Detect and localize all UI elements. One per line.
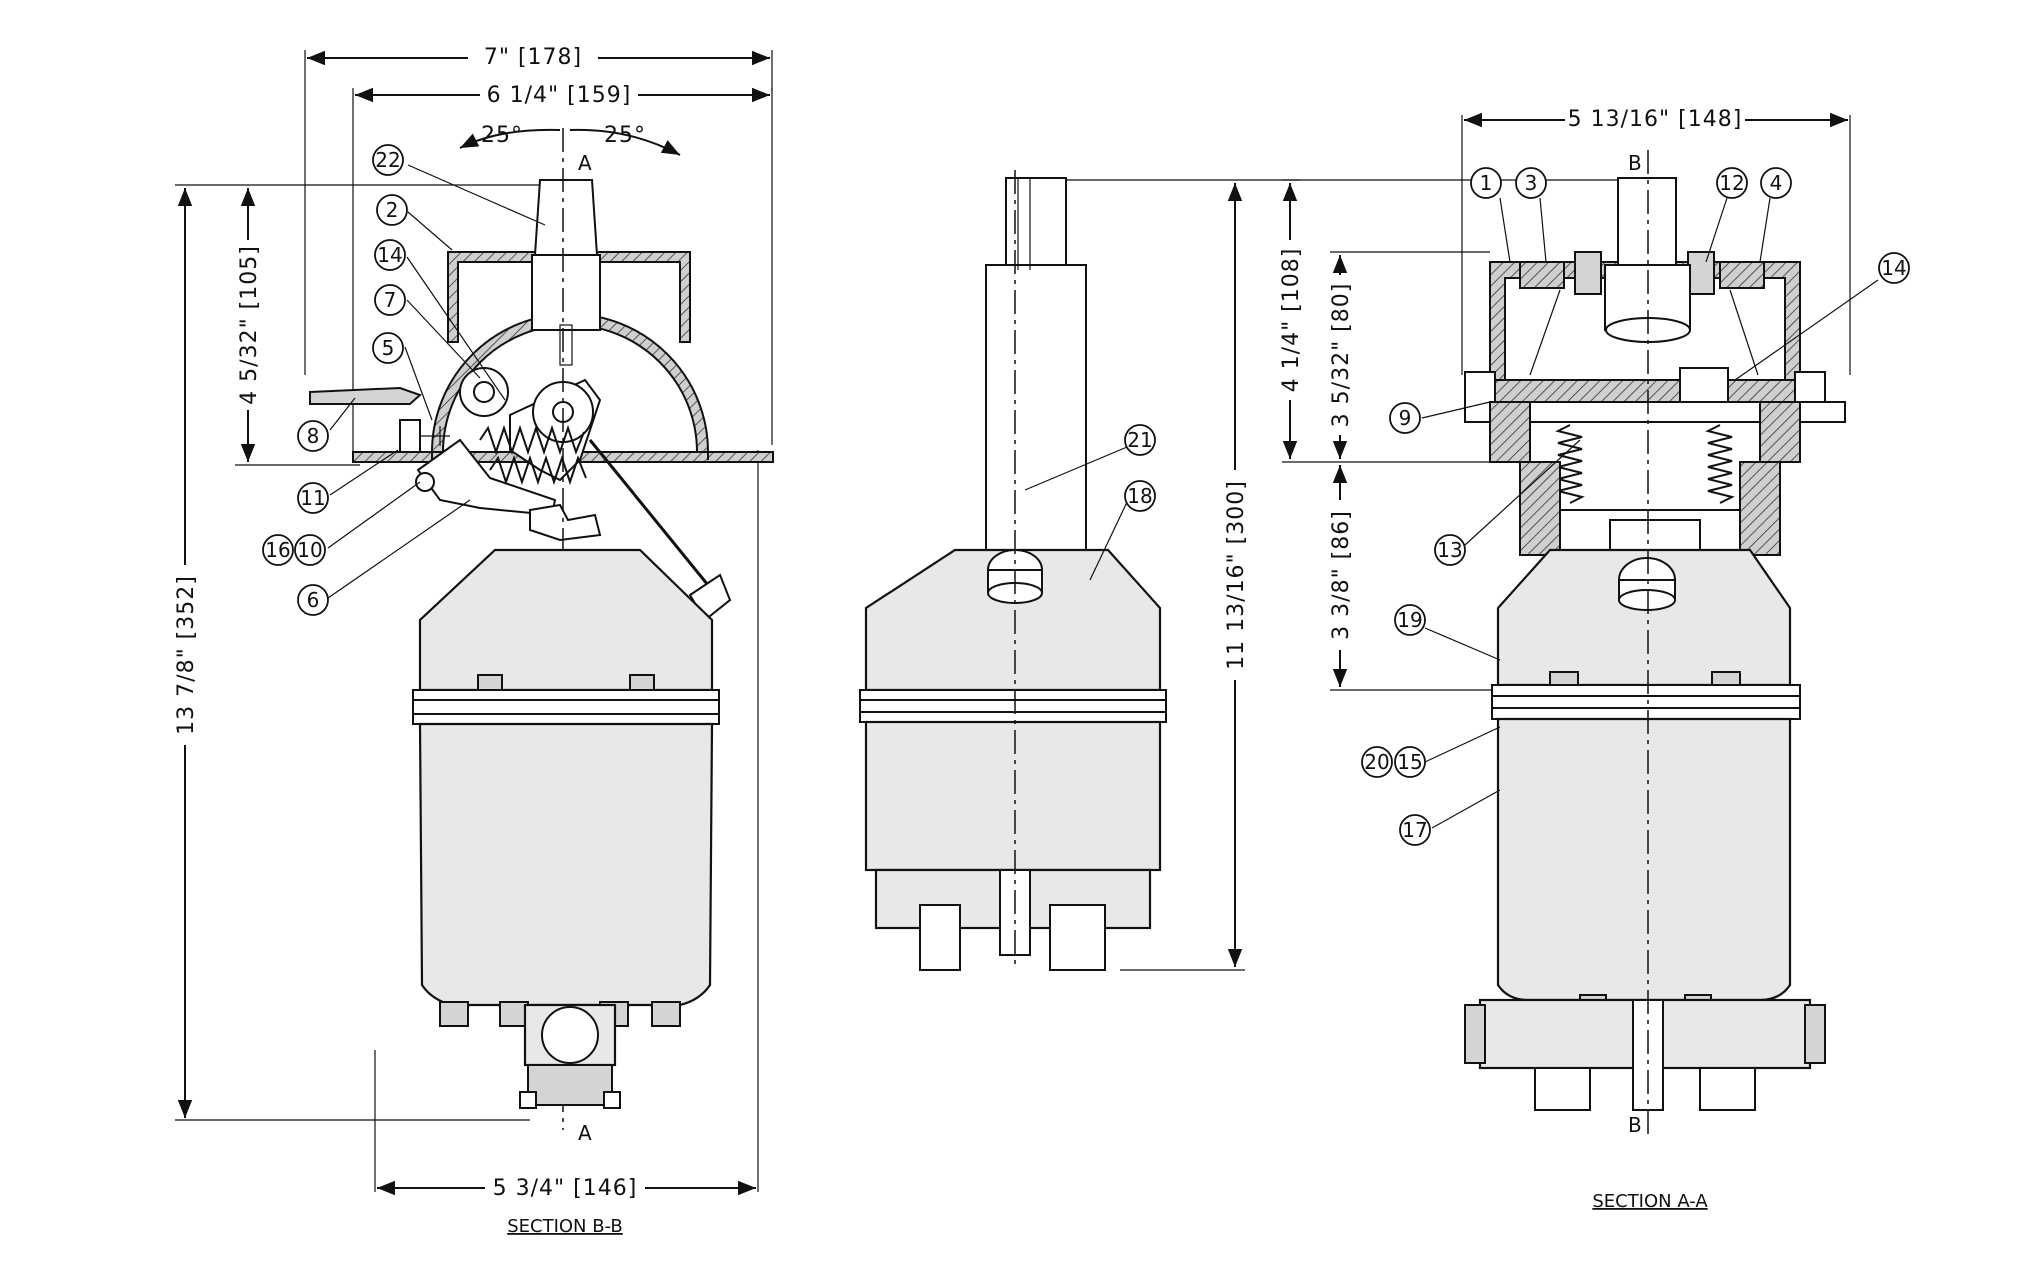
section-b-view: 7" [178] 6 1/4" [159] 4 5/32" [105] 13 7…	[170, 42, 774, 1203]
callouts-side-view: 21 18	[1024, 424, 1156, 581]
section-mark-a-bottom: A	[578, 1121, 592, 1145]
callout-14a-bubble	[1878, 252, 1910, 284]
callout-3: 3	[1525, 171, 1538, 195]
callout-17: 17	[1402, 818, 1427, 842]
callout-4-bubble	[1760, 167, 1792, 199]
dim-flange-height: 3 5/32" [80]	[1329, 283, 1354, 428]
callout-17-bubble	[1399, 814, 1431, 846]
callout-15-bubble	[1394, 746, 1426, 778]
dim-upper-height: 4 1/4" [108]	[1279, 248, 1304, 393]
callout-14-right: 14	[1881, 256, 1906, 280]
callout-16-bubble	[262, 534, 294, 566]
callout-3-bubble	[1515, 167, 1547, 199]
callout-9: 9	[1399, 406, 1412, 430]
callout-11-bubble	[297, 482, 329, 514]
angle-left-label: 25°	[481, 123, 523, 148]
callout-11: 11	[300, 486, 325, 510]
callout-8-bubble	[297, 420, 329, 452]
dim-side-height: 11 13/16" [300]	[1224, 480, 1249, 670]
section-mark-a-top: A	[578, 151, 592, 175]
callout-15: 15	[1397, 750, 1422, 774]
callouts-section-b: 22 2 14 7 5 8 11 16 10 6 SECTION B-B	[262, 144, 623, 1237]
callout-12-bubble	[1716, 167, 1748, 199]
dim-section-a-width: 5 13/16" [148]	[1568, 107, 1743, 132]
callout-10-bubble	[294, 534, 326, 566]
dim-total-height: 13 7/8" [352]	[174, 575, 199, 735]
callout-19: 19	[1397, 608, 1422, 632]
callout-20: 20	[1364, 750, 1389, 774]
callout-19-bubble	[1394, 604, 1426, 636]
callout-2-bubble	[376, 194, 408, 226]
callout-21: 21	[1127, 428, 1152, 452]
callout-5-bubble	[372, 332, 404, 364]
callout-14-bubble	[374, 239, 406, 271]
dim-flange-width: 6 1/4" [159]	[487, 83, 632, 108]
callout-2: 2	[386, 198, 399, 222]
dim-overall-width: 7" [178]	[484, 45, 582, 70]
callout-22-bubble	[372, 144, 404, 176]
dim-top-height: 4 5/32" [105]	[237, 245, 262, 405]
section-a-title: SECTION A-A	[1592, 1191, 1708, 1212]
callout-6-bubble	[297, 584, 329, 616]
dim-base-width: 5 3/4" [146]	[493, 1176, 638, 1201]
callout-13-bubble	[1434, 534, 1466, 566]
callouts-section-a: 1 3 12 4 14 9 13 19 20 15 17 SECTION A-A	[1361, 167, 1910, 1212]
callout-14: 14	[377, 243, 402, 267]
callout-22: 22	[375, 148, 400, 172]
side-view: 11 13/16" [300]	[859, 170, 1300, 971]
section-a-view: 5 13/16" [148] 4 1/4" [108] 3 5/32" [80]…	[1275, 104, 1851, 1140]
callout-18: 18	[1127, 484, 1152, 508]
callout-10: 10	[297, 538, 322, 562]
callout-13: 13	[1437, 538, 1462, 562]
callout-12: 12	[1719, 171, 1744, 195]
callout-9-bubble	[1389, 402, 1421, 434]
dim-lower-height: 3 3/8" [86]	[1329, 510, 1354, 640]
callout-20-bubble	[1361, 746, 1393, 778]
section-b-title: SECTION B-B	[507, 1216, 623, 1237]
callout-6: 6	[307, 588, 320, 612]
callout-18-bubble	[1124, 480, 1156, 512]
section-mark-b-bottom: B	[1628, 1113, 1642, 1137]
callout-7: 7	[384, 288, 397, 312]
section-mark-b-top: B	[1628, 151, 1642, 175]
callout-8: 8	[307, 424, 320, 448]
callout-21-bubble	[1124, 424, 1156, 456]
callout-16: 16	[265, 538, 290, 562]
angle-right-label: 25°	[604, 123, 646, 148]
callout-5: 5	[382, 336, 395, 360]
callout-4: 4	[1770, 171, 1783, 195]
callout-7-bubble	[374, 284, 406, 316]
callout-1-bubble	[1470, 167, 1502, 199]
callout-1: 1	[1480, 171, 1493, 195]
